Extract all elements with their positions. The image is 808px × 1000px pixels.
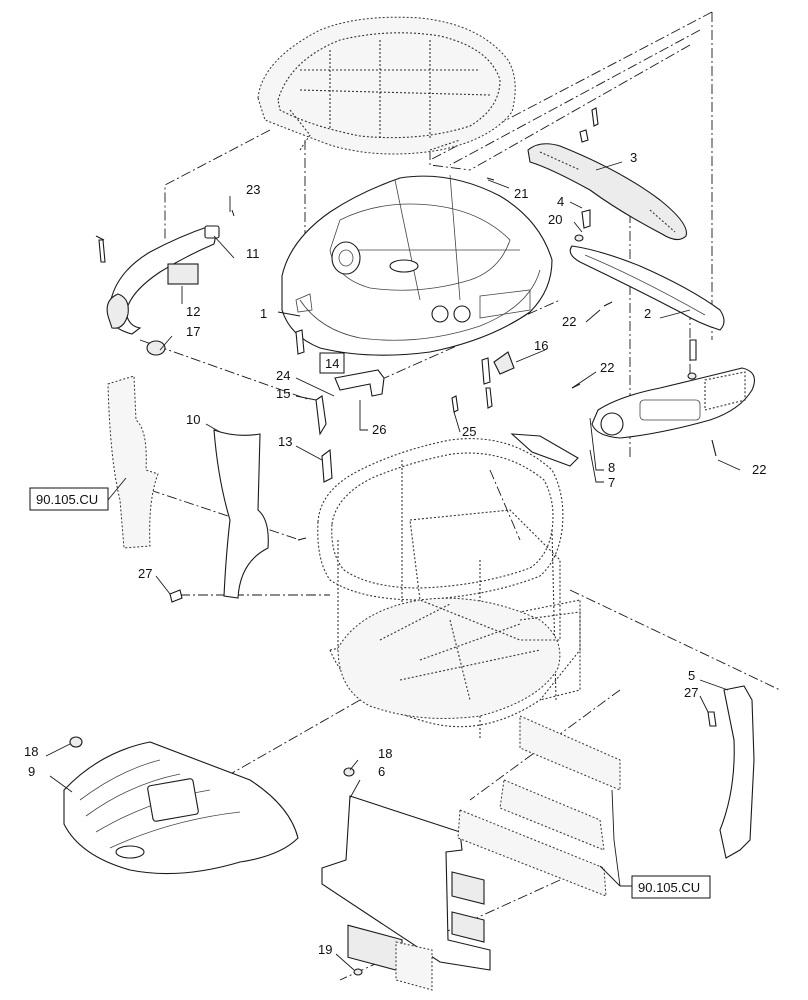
callout-2: 2: [644, 306, 651, 321]
callout-18b: 18: [378, 746, 392, 761]
roof-part-1[interactable]: [281, 174, 553, 356]
callout-22b: 22: [600, 360, 614, 375]
callout-1: 1: [260, 306, 267, 321]
callout-26: 26: [372, 422, 386, 437]
reference-panels-right: [457, 715, 621, 897]
callout-18a: 18: [24, 744, 38, 759]
callout-23: 23: [246, 182, 260, 197]
air-duct-part-3[interactable]: [527, 143, 688, 241]
trim-strip-part-2[interactable]: [569, 245, 725, 331]
pillar-trim-part-5[interactable]: [719, 685, 755, 859]
callout-10: 10: [186, 412, 200, 427]
callout-25: 25: [462, 424, 476, 439]
callout-5: 5: [688, 668, 695, 683]
bracket-part-13[interactable]: [321, 448, 333, 483]
reference-link-right[interactable]: 90.105.CU: [631, 875, 711, 899]
reference-left-text[interactable]: 90.105.CU: [36, 492, 98, 507]
callout-24: 24: [276, 368, 290, 383]
label-part-12[interactable]: [167, 263, 199, 285]
roof-liner[interactable]: [257, 16, 516, 155]
callout-4: 4: [557, 194, 564, 209]
side-trim-part-10[interactable]: [213, 429, 269, 599]
speaker-panel-part-8[interactable]: [591, 367, 755, 439]
pad-near-19: [395, 941, 433, 991]
cab-frame: [317, 438, 581, 740]
callout-8: 8: [608, 460, 615, 475]
floor-mat-part-9[interactable]: [63, 736, 299, 875]
callout-3: 3: [630, 150, 637, 165]
callout-19: 19: [318, 942, 332, 957]
callout-14-box: [319, 352, 345, 374]
callout-27b: 27: [684, 685, 698, 700]
callout-22c: 22: [752, 462, 766, 477]
callout-16: 16: [534, 338, 548, 353]
callout-22a: 22: [562, 314, 576, 329]
callout-9: 9: [28, 764, 35, 779]
callout-labels: 1 2 3 4 5 6 7 8 9 10 11 12 13 15 16 17 1…: [24, 150, 766, 957]
callout-15: 15: [276, 386, 290, 401]
callout-27a: 27: [138, 566, 152, 581]
reference-link-left[interactable]: 90.105.CU: [29, 487, 109, 511]
callout-17: 17: [186, 324, 200, 339]
reference-right-text[interactable]: 90.105.CU: [638, 880, 700, 895]
callout-21: 21: [514, 186, 528, 201]
callout-6: 6: [378, 764, 385, 779]
callout-7: 7: [608, 475, 615, 490]
bracket-part-14[interactable]: [315, 369, 385, 436]
callout-11: 11: [246, 246, 260, 261]
handle-part-11[interactable]: [106, 225, 220, 335]
fasteners: [95, 107, 717, 976]
callout-20: 20: [548, 212, 562, 227]
vent-part-7[interactable]: [510, 433, 579, 467]
callout-12: 12: [186, 304, 200, 319]
reference-panel-left: [107, 375, 159, 549]
callout-13: 13: [278, 434, 292, 449]
clip-part-16[interactable]: [493, 351, 515, 375]
plug-part-17[interactable]: [146, 340, 166, 356]
leader-lines: [45, 161, 741, 971]
rear-panel-part-6[interactable]: [321, 795, 491, 973]
callout-14: 14: [325, 356, 339, 371]
